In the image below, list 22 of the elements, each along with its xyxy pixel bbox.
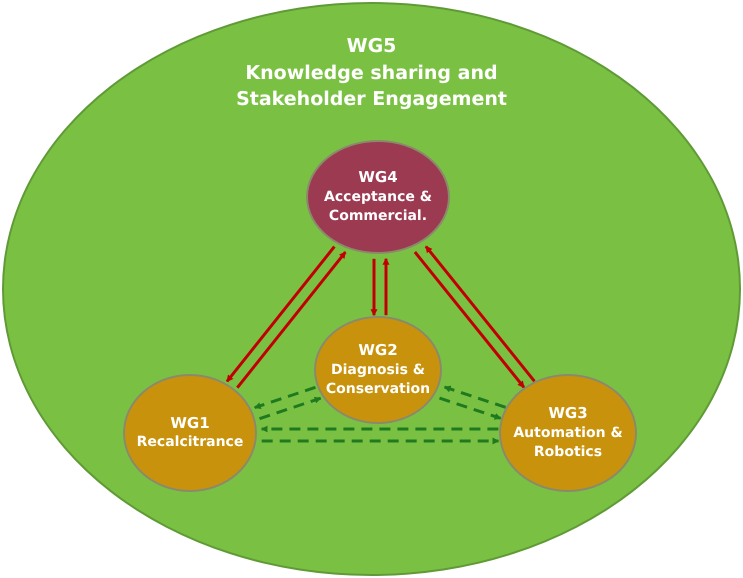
group-title: Automation & Robotics (512, 424, 624, 462)
group-title: Recalcitrance (136, 433, 244, 452)
arrow (259, 396, 322, 420)
group-code: WG1 (170, 413, 210, 434)
group-code: WG5 (346, 34, 396, 59)
group-code: WG3 (548, 403, 588, 424)
group-code: WG2 (358, 340, 398, 361)
arrow (260, 426, 498, 432)
arrow (424, 245, 536, 382)
arrow (226, 246, 336, 382)
arrow (414, 251, 526, 388)
arrow (370, 258, 378, 316)
arrow (236, 251, 347, 389)
arrow (382, 258, 390, 316)
arrow (444, 386, 506, 409)
arrow (439, 396, 502, 420)
group-title: Diagnosis & Conservation (324, 360, 432, 400)
group-code: WG4 (358, 167, 398, 188)
arrow (262, 438, 500, 444)
group-title: Knowledge sharing and Stakeholder Engagement (235, 60, 508, 112)
arrow (254, 386, 316, 410)
group-title: Acceptance & Commercial. (323, 188, 433, 226)
